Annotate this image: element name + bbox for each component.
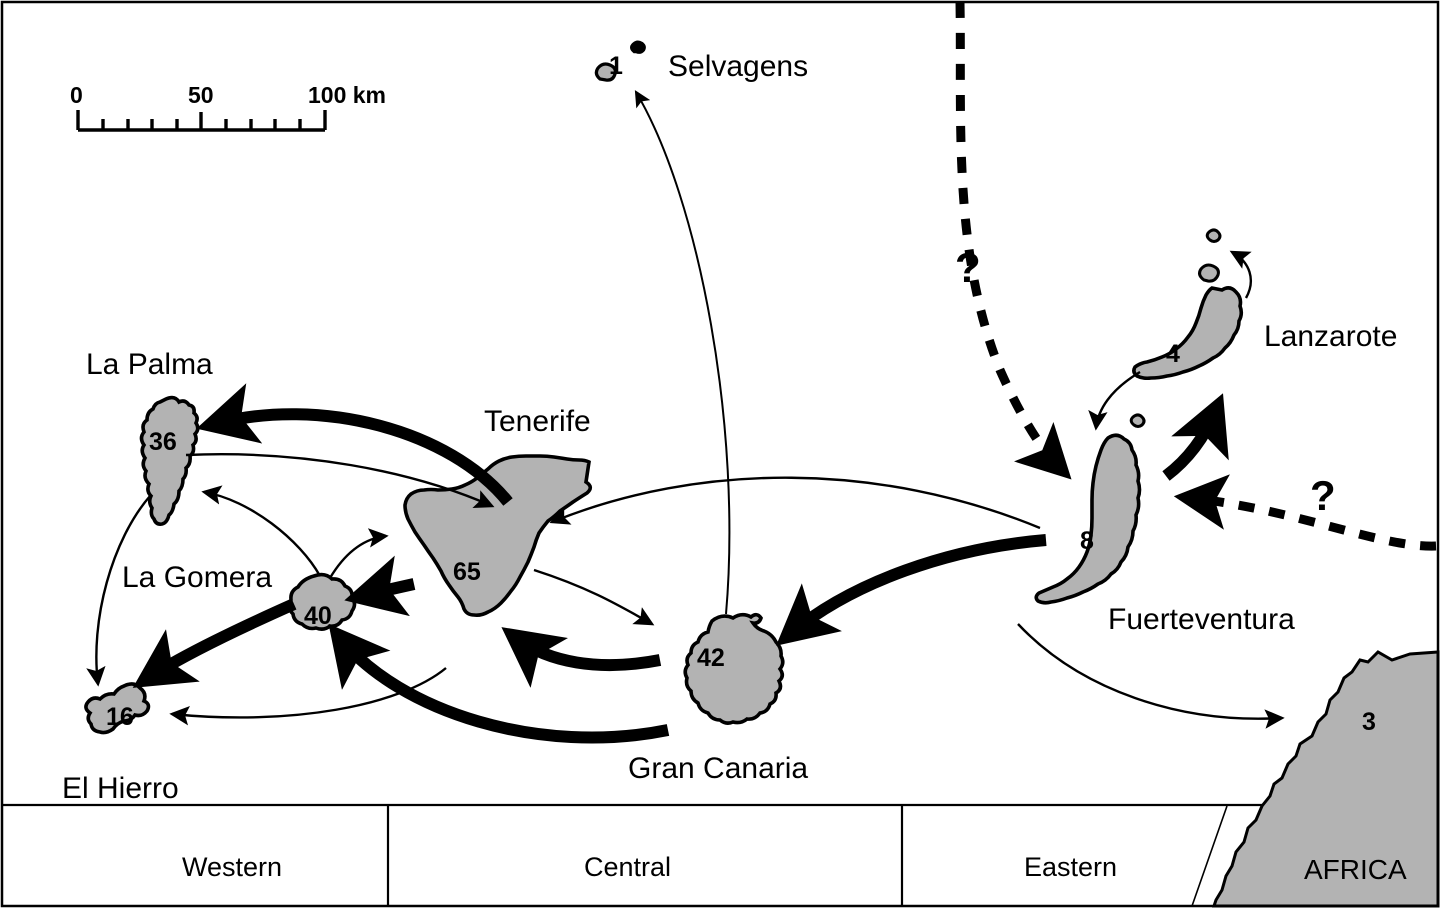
africa-landmass bbox=[1211, 650, 1440, 908]
arrow-gran-canaria-to-tenerife bbox=[501, 627, 662, 688]
fuerteventura-island bbox=[1034, 433, 1142, 605]
count-la-palma: 36 bbox=[149, 428, 177, 456]
count-tenerife: 65 bbox=[453, 558, 481, 586]
scale-tick-50: 50 bbox=[188, 82, 214, 108]
arrow-lanzarote-to-islets bbox=[1229, 250, 1252, 299]
lanzarote-island bbox=[1132, 286, 1244, 381]
arrow-la-palma-to-el-hierro bbox=[86, 495, 151, 687]
arrow-unknown-east-to-fuerteventura bbox=[1173, 474, 1437, 551]
scale-tick-0: 0 bbox=[70, 82, 83, 108]
label-fuerteventura: Fuerteventura bbox=[1108, 603, 1295, 636]
arrow-la-gomera-to-la-palma bbox=[201, 485, 322, 577]
count-lanzarote: 4 bbox=[1166, 340, 1180, 368]
label-selvagens: Selvagens bbox=[668, 50, 809, 83]
arrow-tenerife-to-la-gomera bbox=[344, 555, 416, 617]
dashed-arrow-group bbox=[955, 1, 1437, 551]
question-mark-north: ? bbox=[955, 244, 981, 291]
count-la-gomera: 40 bbox=[304, 602, 332, 630]
thick-arrow-group bbox=[132, 383, 1229, 744]
arrow-tenerife-to-el-hierro bbox=[169, 667, 447, 726]
arrow-gran-canaria-to-selvagens bbox=[634, 90, 731, 615]
region-label-western: Western bbox=[182, 852, 283, 882]
arrow-la-palma-to-tenerife bbox=[185, 453, 495, 509]
lobos-islet bbox=[1129, 413, 1146, 428]
la-palma-island bbox=[139, 395, 200, 526]
arrow-fuerteventura-to-lanzarote bbox=[1162, 393, 1229, 481]
count-africa: 3 bbox=[1362, 708, 1376, 736]
arrow-la-gomera-to-el-hierro bbox=[132, 598, 297, 688]
region-dividers bbox=[386, 805, 1228, 907]
label-africa: AFRICA bbox=[1304, 854, 1407, 885]
chinijo-islets bbox=[1198, 228, 1222, 283]
arrow-tenerife-to-la-palma bbox=[196, 383, 513, 506]
arrow-gran-canaria-to-la-gomera bbox=[328, 623, 670, 744]
label-lanzarote: Lanzarote bbox=[1264, 320, 1398, 353]
el-hierro-island bbox=[84, 682, 151, 735]
arrow-unknown-north-to-fuerteventura bbox=[955, 1, 1072, 480]
arrow-fuerteventura-to-gran-canaria bbox=[776, 534, 1047, 646]
arrow-tenerife-to-gran-canaria bbox=[533, 568, 655, 626]
arrow-la-gomera-to-tenerife bbox=[328, 528, 389, 579]
label-tenerife: Tenerife bbox=[484, 405, 591, 438]
selvagens-islets bbox=[594, 40, 646, 82]
count-gran-canaria: 42 bbox=[697, 644, 725, 672]
arrow-fuerteventura-to-africa bbox=[1017, 623, 1285, 729]
count-selvagens: 1 bbox=[609, 52, 623, 80]
label-el-hierro: El Hierro bbox=[62, 772, 179, 805]
count-el-hierro: 16 bbox=[106, 703, 134, 731]
thin-arrow-group bbox=[86, 90, 1285, 729]
region-label-central: Central bbox=[584, 852, 672, 882]
arrow-lanzarote-to-fuerteventura bbox=[1088, 370, 1141, 431]
arrow-fuerteventura-to-tenerife bbox=[549, 476, 1041, 530]
label-la-palma: La Palma bbox=[86, 348, 213, 381]
label-gran-canaria: Gran Canaria bbox=[628, 752, 809, 785]
gran-canaria-island bbox=[683, 612, 785, 725]
question-mark-east: ? bbox=[1310, 472, 1336, 519]
count-fuerteventura: 8 bbox=[1080, 527, 1094, 555]
label-la-gomera: La Gomera bbox=[122, 561, 273, 594]
region-label-eastern: Eastern bbox=[1024, 852, 1118, 882]
tenerife-island bbox=[403, 454, 593, 617]
scale-tick-100: 100 km bbox=[308, 82, 387, 108]
scale-bar bbox=[76, 110, 327, 132]
